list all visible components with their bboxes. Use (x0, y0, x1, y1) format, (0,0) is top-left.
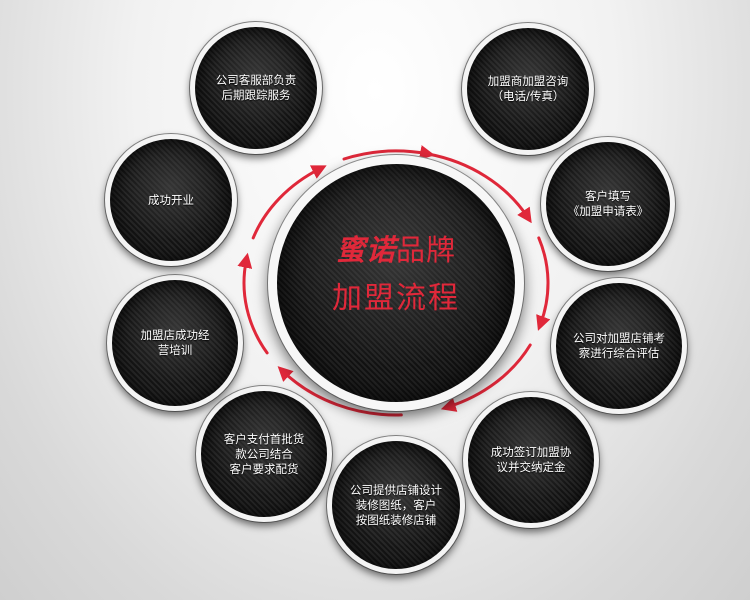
step-label: 成功开业 (148, 192, 194, 207)
step-label: 公司客服部负责 后期跟踪服务 (215, 73, 297, 102)
flow-arrow-5 (237, 252, 269, 355)
step-node-opening: 成功开业 (105, 134, 237, 266)
center-title-circle: 蜜诺品牌 加盟流程 (268, 155, 524, 411)
step-label: 成功签订加盟协 议并交纳定金 (490, 445, 572, 474)
step-label: 加盟商加盟咨询 （电话/传真） (487, 74, 569, 103)
step-label: 客户填写 《加盟申请表》 (567, 189, 649, 218)
flow-arrow-2 (536, 236, 551, 331)
step-label: 公司提供店铺设计 装修图纸，客户 按图纸装修店铺 (350, 482, 442, 527)
step-label: 客户支付首批货 款公司结合 客户要求配货 (223, 431, 305, 476)
step-label: 公司对加盟店铺考 察进行综合评估 (573, 331, 665, 360)
step-node-inquiry: 加盟商加盟咨询 （电话/传真） (462, 23, 594, 155)
brand-name: 蜜诺 (335, 233, 396, 267)
step-node-training: 加盟店成功经 营培训 (107, 275, 243, 411)
step-node-application: 客户填写 《加盟申请表》 (541, 137, 675, 271)
center-brand-title: 蜜诺品牌 (277, 232, 515, 268)
brand-suffix: 品牌 (396, 233, 457, 267)
step-node-after-service: 公司客服部负责 后期跟踪服务 (190, 22, 322, 154)
step-node-design: 公司提供店铺设计 装修图纸，客户 按图纸装修店铺 (327, 436, 465, 574)
step-node-evaluation: 公司对加盟店铺考 察进行综合评估 (551, 278, 687, 414)
step-label: 加盟店成功经 营培训 (140, 328, 210, 357)
step-node-contract: 成功签订加盟协 议并交纳定金 (463, 392, 599, 528)
center-subtitle: 加盟流程 (332, 281, 460, 316)
step-node-first-order: 客户支付首批货 款公司结合 客户要求配货 (196, 386, 332, 522)
